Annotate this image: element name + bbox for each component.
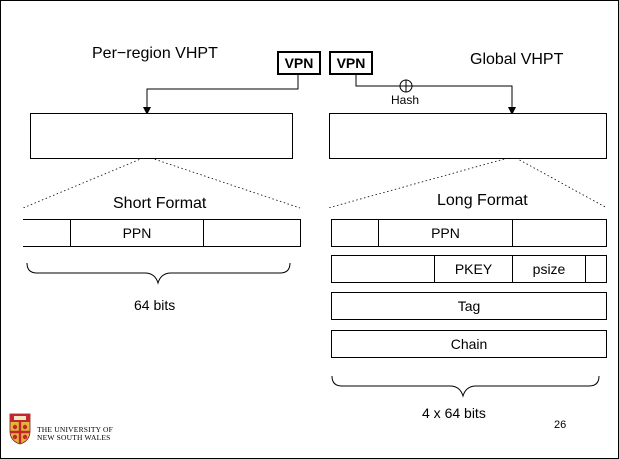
long-row0-cell0 [332,220,378,246]
long-ppn-field: PPN [431,225,460,241]
long-row1-cell0 [332,256,434,282]
short-format-brace [26,262,291,285]
psize-field: psize [532,261,566,277]
university-name-line2: NEW SOUTH WALES [37,433,111,442]
right-pointer-line [355,73,516,115]
university-name-line1: THE UNIVERSITY OF [37,425,114,434]
long-format-size: 4 x 64 bits [422,405,486,421]
chain-field: Chain [450,336,488,352]
tag-field: Tag [457,298,481,314]
global-vhpt-table [329,113,607,159]
pkey-field: PKEY [454,261,493,277]
page-number: 26 [554,419,567,431]
hash-label: Hash [391,93,420,107]
left-pointer-line [143,73,299,115]
per-region-vhpt-table [30,113,293,159]
long-format-row-chain: Chain [331,330,607,358]
long-format-row-tag: Tag [331,292,607,320]
long-format-row-ppn: PPN [331,219,607,247]
long-row0-cell2 [513,220,606,246]
per-region-vhpt-title: Per−region VHPT [92,45,218,62]
vpn-box-right: VPN [329,51,373,75]
long-format-row-pkey: PKEY psize [331,255,607,283]
short-format-entry: PPN [23,219,301,247]
long-row1-cell3 [586,256,606,282]
xor-hash-icon [399,79,413,93]
long-format-brace [331,375,600,398]
unsw-crest-logo [9,413,31,445]
long-format-title: Long Format [437,192,528,209]
short-format-size: 64 bits [134,297,176,313]
vpn-box-left: VPN [277,51,321,75]
global-vhpt-title: Global VHPT [470,51,564,68]
short-ppn-field: PPN [122,225,152,241]
short-format-title: Short Format [113,195,207,212]
